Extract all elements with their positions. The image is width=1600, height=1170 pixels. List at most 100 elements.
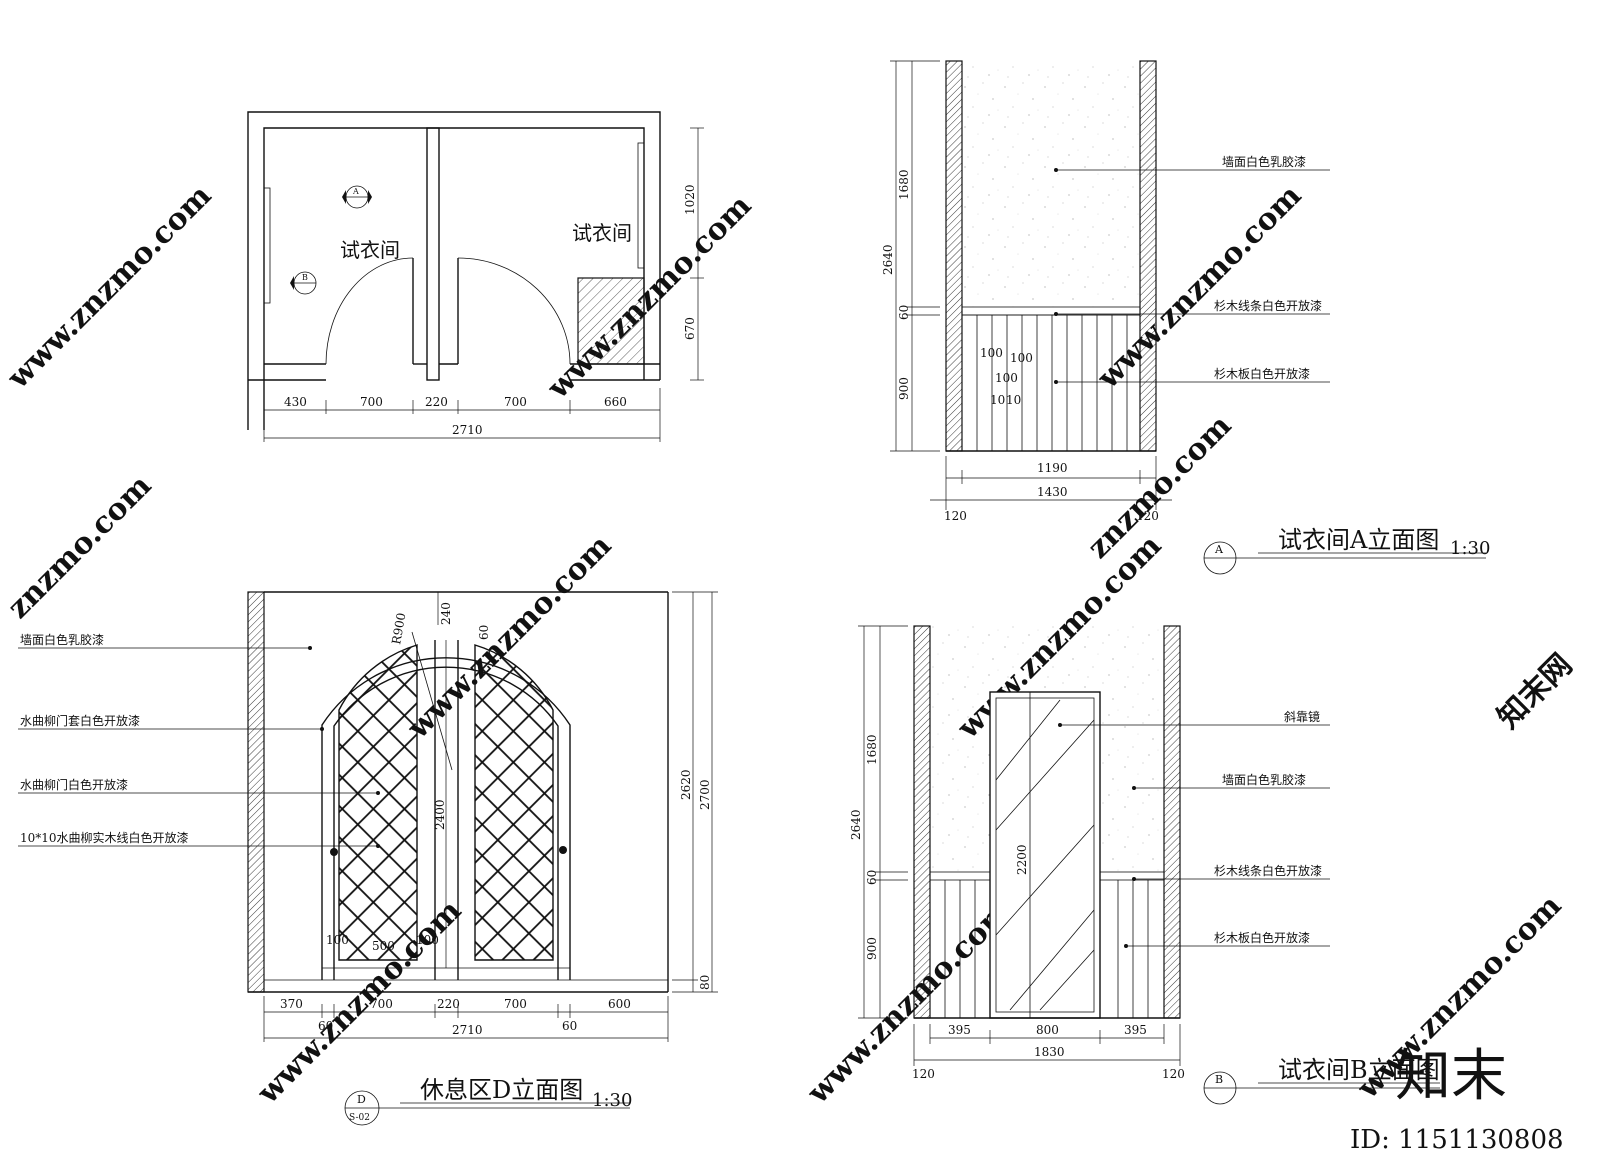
svg-text:1190: 1190 bbox=[1037, 461, 1068, 475]
elev-a-boards bbox=[962, 314, 1140, 451]
svg-text:240: 240 bbox=[439, 602, 453, 625]
svg-text:100: 100 bbox=[1010, 351, 1033, 365]
svg-text:1680: 1680 bbox=[865, 734, 879, 765]
elev-b-title: B 试衣间B立面图 bbox=[1203, 1056, 1440, 1105]
svg-text:700: 700 bbox=[504, 997, 527, 1011]
brand-logo: 知末 bbox=[1395, 1044, 1507, 1109]
svg-text:120: 120 bbox=[944, 509, 967, 523]
elev-a-title: A 试衣间A立面图 1:30 bbox=[1203, 526, 1490, 575]
elev-d-title: D S-02 休息区D立面图 1:30 bbox=[344, 1076, 632, 1126]
svg-text:900: 900 bbox=[897, 377, 911, 400]
room-name-left: 试衣间 bbox=[340, 238, 400, 262]
svg-text:1430: 1430 bbox=[1037, 485, 1068, 499]
svg-text:100: 100 bbox=[416, 933, 439, 947]
svg-text:2640: 2640 bbox=[849, 809, 863, 840]
elevation-b: 2200 1680 60 900 2640 395 800 bbox=[849, 625, 1440, 1105]
svg-text:2710: 2710 bbox=[452, 423, 483, 437]
plan-mirror-left bbox=[263, 187, 271, 304]
svg-text:220: 220 bbox=[425, 395, 448, 409]
svg-text:10: 10 bbox=[1006, 393, 1021, 407]
svg-text:B: B bbox=[302, 273, 308, 282]
svg-text:杉木线条白色开放漆: 杉木线条白色开放漆 bbox=[1214, 298, 1322, 313]
elev-d-dims-right: 2620 2700 80 bbox=[672, 591, 718, 993]
svg-text:2620: 2620 bbox=[679, 769, 693, 800]
svg-text:700: 700 bbox=[504, 395, 527, 409]
plan-outer-wall bbox=[247, 111, 661, 430]
svg-text:2710: 2710 bbox=[452, 1023, 483, 1037]
elevation-d: R900 240 60 2400 100 500 100 2620 2700 8… bbox=[18, 591, 718, 1126]
plan-dims-bottom: 430 700 220 700 660 2710 bbox=[263, 388, 661, 442]
elev-a-wall-left bbox=[945, 60, 963, 452]
svg-text:1020: 1020 bbox=[683, 184, 697, 215]
svg-text:A: A bbox=[352, 187, 359, 196]
svg-text:395: 395 bbox=[1124, 1023, 1147, 1037]
svg-text:80: 80 bbox=[698, 975, 712, 990]
svg-text:D: D bbox=[357, 1093, 366, 1106]
svg-text:120: 120 bbox=[912, 1067, 935, 1081]
svg-text:1:30: 1:30 bbox=[592, 1090, 632, 1111]
fitting-room-plan: 试衣间 试衣间 A B 430 700 220 bbox=[247, 111, 704, 442]
svg-text:试衣间A立面图: 试衣间A立面图 bbox=[1278, 526, 1439, 554]
svg-text:700: 700 bbox=[370, 997, 393, 1011]
svg-text:水曲柳门白色开放漆: 水曲柳门白色开放漆 bbox=[20, 777, 128, 792]
elev-a-wall-right bbox=[1139, 60, 1157, 452]
svg-text:700: 700 bbox=[360, 395, 383, 409]
svg-text:60: 60 bbox=[865, 870, 879, 885]
svg-text:2400: 2400 bbox=[433, 799, 447, 830]
svg-text:B: B bbox=[1215, 1073, 1223, 1086]
plan-marker-a: A bbox=[342, 185, 372, 209]
svg-text:10*10水曲柳实木线白色开放漆: 10*10水曲柳实木线白色开放漆 bbox=[20, 830, 189, 845]
svg-text:墙面白色乳胶漆: 墙面白色乳胶漆 bbox=[1222, 154, 1306, 169]
watermark-layer: www.znzmo.com www.znzmo.com www.znzmo.co… bbox=[0, 178, 1579, 1111]
svg-text:2200: 2200 bbox=[1015, 844, 1029, 875]
svg-text:100: 100 bbox=[326, 933, 349, 947]
mirror-reflection-lines bbox=[995, 699, 1095, 1011]
watermark-text: znzmo.com bbox=[1, 468, 159, 626]
svg-text:500: 500 bbox=[372, 939, 395, 953]
svg-text:100: 100 bbox=[980, 346, 1003, 360]
svg-text:670: 670 bbox=[683, 317, 697, 340]
elev-d-dims-bottom: 370 700 220 700 600 60 60 2710 bbox=[263, 996, 669, 1042]
plan-dims-right: 1020 670 bbox=[683, 127, 704, 381]
svg-text:100: 100 bbox=[995, 371, 1018, 385]
left-door-swing bbox=[325, 257, 414, 365]
svg-text:600: 600 bbox=[608, 997, 631, 1011]
svg-text:1830: 1830 bbox=[1034, 1045, 1065, 1059]
svg-text:1680: 1680 bbox=[897, 169, 911, 200]
elev-d-leaders: 墙面白色乳胶漆 水曲柳门套白色开放漆 水曲柳门白色开放漆 10*10水曲柳实木线… bbox=[18, 632, 380, 848]
elev-b-dims-bottom: 395 800 395 1830 120 120 bbox=[912, 1023, 1185, 1081]
svg-text:10: 10 bbox=[990, 393, 1005, 407]
elev-b-leaders: 斜靠镜 墙面白色乳胶漆 杉木线条白色开放漆 杉木板白色开放漆 bbox=[1058, 709, 1330, 948]
watermark-text: 知末网 bbox=[1491, 647, 1579, 735]
brand-stamp: 知末 ID: 1151130808 bbox=[1350, 1044, 1564, 1155]
plan-marker-b: B bbox=[290, 271, 317, 295]
svg-text:220: 220 bbox=[437, 997, 460, 1011]
svg-text:斜靠镜: 斜靠镜 bbox=[1284, 709, 1320, 724]
svg-text:60: 60 bbox=[897, 305, 911, 320]
elev-a-board-dims: 100 100 100 10 10 bbox=[980, 346, 1033, 407]
right-door-swing bbox=[457, 257, 571, 365]
svg-text:800: 800 bbox=[1036, 1023, 1059, 1037]
door-handle-right bbox=[559, 846, 567, 854]
svg-text:60: 60 bbox=[477, 625, 491, 640]
svg-text:120: 120 bbox=[1162, 1067, 1185, 1081]
plan-partition bbox=[426, 127, 440, 381]
room-name-right: 试衣间 bbox=[572, 221, 632, 245]
svg-text:R900: R900 bbox=[389, 612, 408, 646]
elevation-a: 1680 60 900 2640 100 100 100 10 10 1190 … bbox=[881, 60, 1490, 575]
svg-text:休息区D立面图: 休息区D立面图 bbox=[420, 1076, 583, 1104]
svg-text:试衣间B立面图: 试衣间B立面图 bbox=[1278, 1056, 1440, 1084]
elev-a-dims-left: 1680 60 900 2640 bbox=[881, 60, 940, 452]
elev-b-dims-left: 1680 60 900 2640 bbox=[849, 625, 908, 1019]
door-handle-left bbox=[330, 848, 338, 856]
door-left-lattice bbox=[338, 644, 418, 961]
svg-text:A: A bbox=[1214, 543, 1224, 556]
svg-text:1:30: 1:30 bbox=[1450, 538, 1490, 559]
door-right-lattice bbox=[474, 644, 554, 961]
svg-text:60: 60 bbox=[562, 1019, 577, 1033]
watermark-text: www.znzmo.com bbox=[0, 178, 218, 396]
plan-cabinet bbox=[577, 277, 645, 365]
svg-text:660: 660 bbox=[604, 395, 627, 409]
svg-text:墙面白色乳胶漆: 墙面白色乳胶漆 bbox=[1222, 772, 1306, 787]
